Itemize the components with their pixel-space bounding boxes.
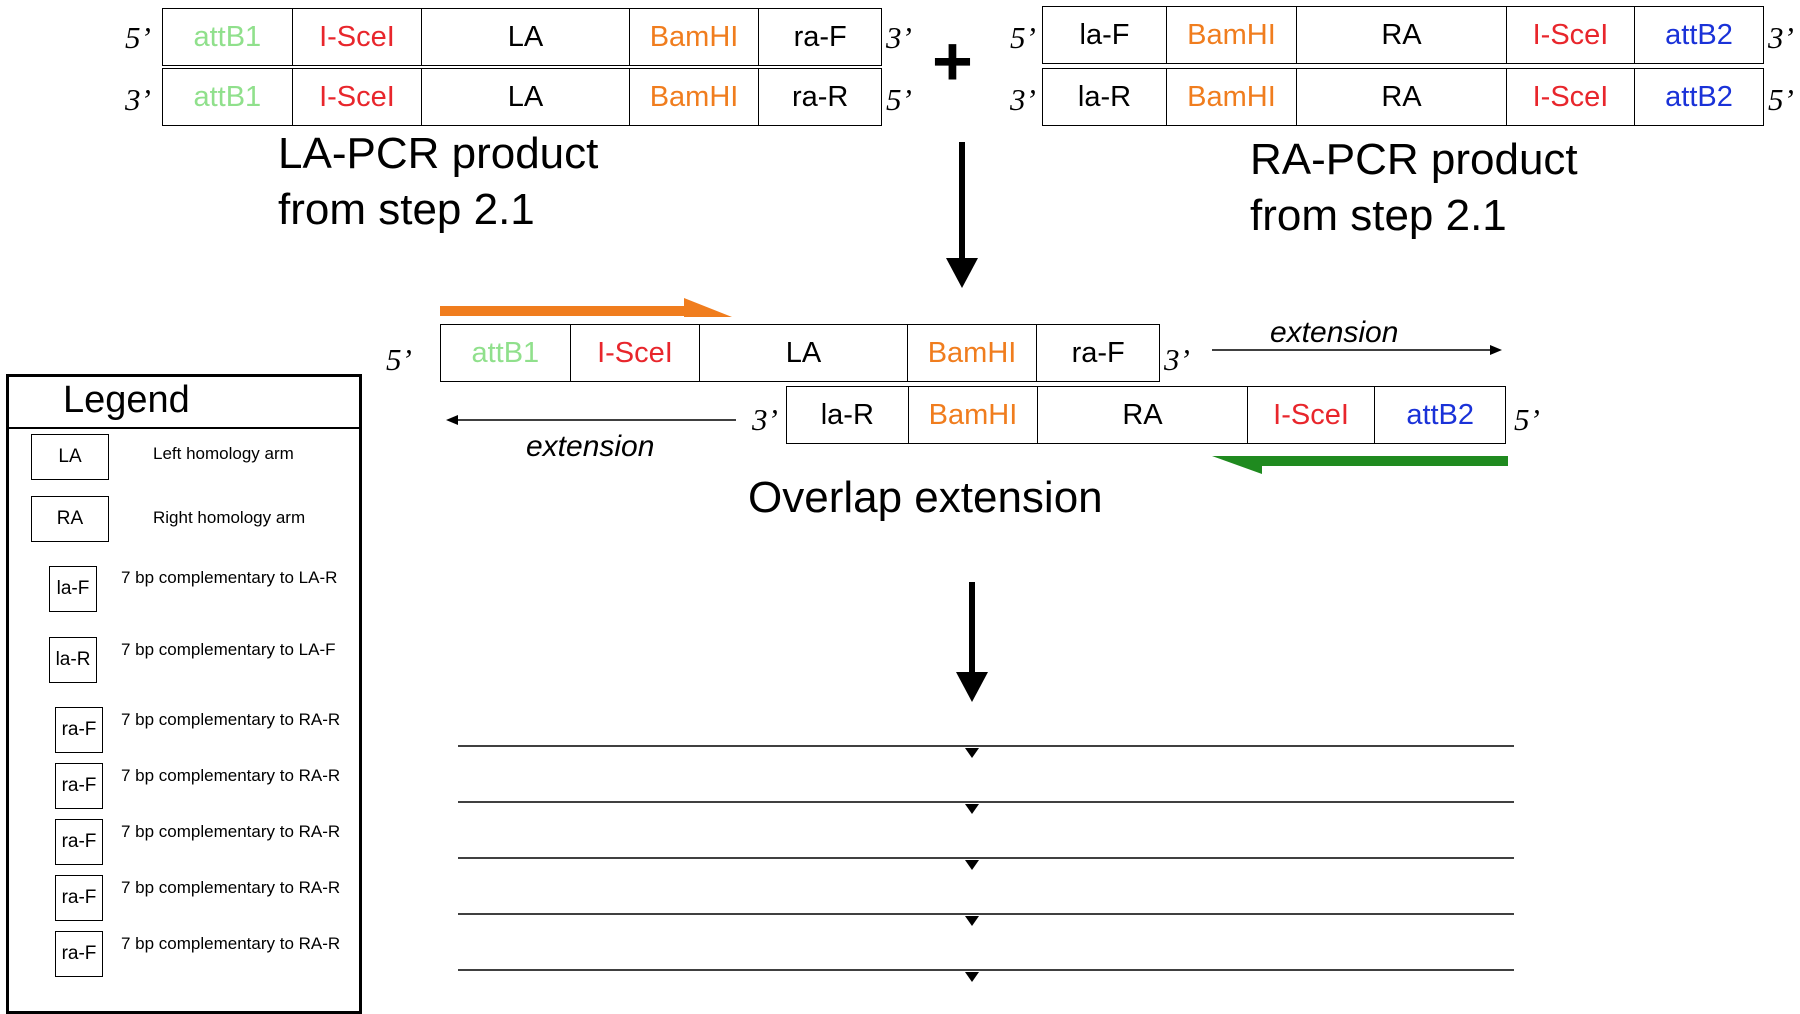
legend-box-la-r: la-R bbox=[49, 637, 97, 683]
extension-left-arrow-icon bbox=[446, 415, 736, 425]
segment-ra-r: ra-R bbox=[791, 80, 849, 113]
segment-attb1: attB1 bbox=[163, 69, 293, 125]
la-bottom-3prime-end: 3’ bbox=[125, 82, 151, 117]
overlap-caption: Overlap extension bbox=[748, 473, 1103, 522]
extension-left-label: extension bbox=[526, 430, 655, 463]
forward-primer-arrow-icon bbox=[440, 298, 732, 317]
segment-ra: RA bbox=[1297, 7, 1507, 63]
segment-i-scei: I-SceI bbox=[293, 9, 423, 65]
ra-bottom-5prime-end: 5’ bbox=[1768, 82, 1794, 117]
segment-la: LA bbox=[422, 9, 630, 65]
la-caption: LA-PCR product from step 2.1 bbox=[278, 126, 598, 238]
ra-caption: RA-PCR product from step 2.1 bbox=[1250, 132, 1578, 244]
segment-la-r: la-R bbox=[1043, 69, 1167, 125]
segment-bamhi: BamHI bbox=[630, 9, 760, 65]
segment-bamhi: BamHI bbox=[630, 69, 760, 125]
product-line bbox=[458, 857, 1514, 870]
reverse-primer-arrow-icon bbox=[1212, 456, 1508, 474]
diagram-graphics bbox=[440, 142, 1514, 982]
legend-desc: Right homology arm bbox=[153, 508, 306, 527]
overlap-top-5prime-end: 5’ bbox=[386, 342, 412, 377]
segment-la: LA bbox=[422, 69, 630, 125]
legend-desc: 7 bp complementary to LA-F bbox=[121, 640, 336, 659]
ra-caption-line1: RA-PCR product bbox=[1250, 135, 1578, 184]
segment-attb1: attB1 bbox=[163, 9, 293, 65]
segment-i-scei: I-SceI bbox=[1248, 387, 1376, 443]
segment-la-f: la-F bbox=[1043, 7, 1167, 63]
segment-i-scei: I-SceI bbox=[1507, 7, 1635, 63]
ra-bottom-3prime-end: 3’ bbox=[1010, 82, 1036, 117]
overlap-top-3prime-end: 3’ bbox=[1164, 342, 1190, 377]
legend-desc: 7 bp complementary to RA-R bbox=[121, 934, 341, 953]
extension-right-label: extension bbox=[1270, 316, 1399, 349]
la-bottom-5prime-end: 5’ bbox=[886, 82, 912, 117]
product-line bbox=[458, 745, 1514, 758]
overlap-bottom-5prime-end: 5’ bbox=[1514, 402, 1540, 437]
legend-desc: 7 bp complementary to RA-R bbox=[121, 822, 341, 841]
overlap-bottom-3prime-end: 3’ bbox=[752, 402, 778, 437]
ra-top-5prime-end: 5’ bbox=[1010, 20, 1036, 55]
segment-la-r: la-R bbox=[787, 387, 909, 443]
legend-box-ra: RA bbox=[31, 496, 109, 542]
down-arrow-icon bbox=[946, 142, 978, 288]
ra-bottom-strand: la-R BamHI RA I-SceI attB2 bbox=[1042, 68, 1764, 126]
segment-i-scei: I-SceI bbox=[1507, 69, 1635, 125]
product-line bbox=[458, 969, 1514, 982]
legend-box-ra-f: ra-F bbox=[55, 931, 103, 977]
la-bottom-strand: attB1 I-SceI LA BamHI ra-R bbox=[162, 68, 882, 126]
legend-desc: 7 bp complementary to RA-R bbox=[121, 766, 341, 785]
legend-box-ra-f: ra-F bbox=[55, 763, 103, 809]
extension-right-arrow-icon bbox=[1212, 345, 1502, 355]
product-line bbox=[458, 913, 1514, 926]
segment-ra: RA bbox=[1297, 69, 1507, 125]
segment-bamhi: BamHI bbox=[908, 325, 1038, 381]
legend-desc: 7 bp complementary to RA-R bbox=[121, 878, 341, 897]
segment-bamhi: BamHI bbox=[909, 387, 1039, 443]
ra-caption-line2: from step 2.1 bbox=[1250, 191, 1507, 240]
la-top-3prime-end: 3’ bbox=[886, 20, 912, 55]
legend-box-ra-f: ra-F bbox=[55, 875, 103, 921]
segment-la: LA bbox=[700, 325, 908, 381]
la-top-strand: attB1 I-SceI LA BamHI ra-F bbox=[162, 8, 882, 66]
segment-attb2: attB2 bbox=[1665, 80, 1733, 113]
legend: Legend LA Left homology arm RA Right hom… bbox=[6, 374, 362, 1014]
legend-desc: 7 bp complementary to RA-R bbox=[121, 710, 341, 729]
overlap-bottom-strand: la-R BamHI RA I-SceI attB2 bbox=[786, 386, 1506, 444]
legend-box-ra-f: ra-F bbox=[55, 707, 103, 753]
down-arrow-icon bbox=[956, 582, 988, 702]
plus-sign: + bbox=[932, 22, 973, 100]
legend-title: Legend bbox=[63, 379, 190, 421]
segment-attb2: attB2 bbox=[1406, 398, 1475, 431]
legend-box-ra-f: ra-F bbox=[55, 819, 103, 865]
legend-box-la: LA bbox=[31, 434, 109, 480]
product-line bbox=[458, 801, 1514, 814]
segment-attb1: attB1 bbox=[441, 325, 571, 381]
segment-attb2: attB2 bbox=[1665, 18, 1733, 51]
ra-top-3prime-end: 3’ bbox=[1768, 20, 1794, 55]
la-caption-line1: LA-PCR product bbox=[278, 129, 599, 178]
la-top-5prime-end: 5’ bbox=[125, 20, 151, 55]
legend-desc: Left homology arm bbox=[153, 444, 294, 463]
segment-bamhi: BamHI bbox=[1167, 7, 1297, 63]
segment-ra-f: ra-F bbox=[1071, 336, 1125, 369]
legend-desc: 7 bp complementary to LA-R bbox=[121, 568, 338, 587]
segment-ra: RA bbox=[1038, 387, 1248, 443]
segment-bamhi: BamHI bbox=[1167, 69, 1297, 125]
overlap-top-strand: attB1 I-SceI LA BamHI ra-F bbox=[440, 324, 1160, 382]
ra-top-strand: la-F BamHI RA I-SceI attB2 bbox=[1042, 6, 1764, 64]
segment-i-scei: I-SceI bbox=[293, 69, 423, 125]
legend-box-la-f: la-F bbox=[49, 566, 97, 612]
segment-i-scei: I-SceI bbox=[571, 325, 701, 381]
legend-divider bbox=[9, 427, 359, 429]
segment-ra-f: ra-F bbox=[793, 20, 847, 53]
la-caption-line2: from step 2.1 bbox=[278, 185, 535, 234]
